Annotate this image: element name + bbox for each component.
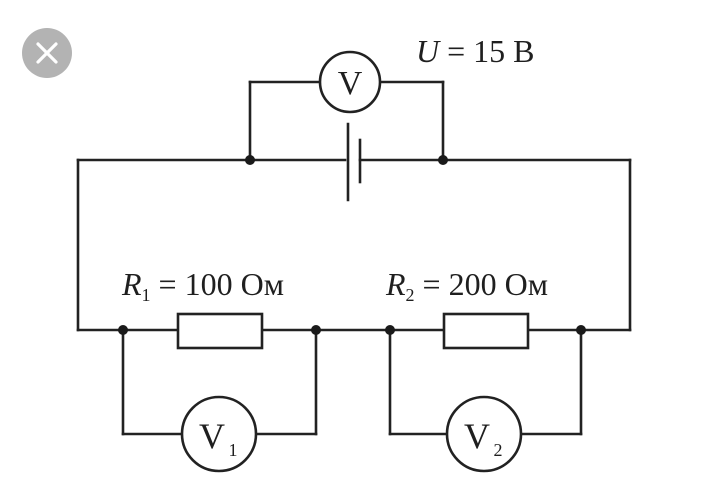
voltmeter-main: V bbox=[318, 50, 382, 114]
close-icon bbox=[36, 42, 58, 64]
voltmeter-2: V 2 bbox=[445, 395, 523, 473]
resistor-2 bbox=[442, 312, 530, 350]
voltmeter-1-letter: V bbox=[199, 416, 225, 456]
resistor-2-subscript: 2 bbox=[406, 285, 415, 305]
voltmeter-main-letter: V bbox=[338, 65, 363, 102]
junction-node bbox=[438, 155, 448, 165]
resistor-1-subscript: 1 bbox=[142, 285, 151, 305]
voltmeter-main-branch bbox=[248, 80, 445, 162]
junction-node bbox=[385, 325, 395, 335]
junction-node bbox=[245, 155, 255, 165]
source-label-var: U bbox=[416, 33, 441, 69]
source-label: U = 15 В bbox=[416, 33, 535, 69]
battery bbox=[346, 122, 362, 202]
resistor-2-label: R2 = 200 Ом bbox=[385, 266, 548, 305]
resistor-1-value: = 100 Ом bbox=[151, 266, 284, 302]
resistor-2-value: = 200 Ом bbox=[415, 266, 548, 302]
voltmeter-1-branch bbox=[121, 328, 318, 436]
source-label-value: = 15 В bbox=[439, 33, 534, 69]
voltmeter-1: V 1 bbox=[180, 395, 258, 473]
junction-node bbox=[576, 325, 586, 335]
resistor-2-var: R bbox=[385, 266, 406, 302]
resistor-1-label: R1 = 100 Ом bbox=[121, 266, 284, 305]
junction-node bbox=[311, 325, 321, 335]
junction-node bbox=[118, 325, 128, 335]
close-button[interactable] bbox=[22, 28, 72, 78]
voltmeter-2-letter: V bbox=[464, 416, 490, 456]
resistor-1 bbox=[176, 312, 264, 350]
voltmeter-2-subscript: 2 bbox=[494, 440, 503, 460]
voltmeter-1-subscript: 1 bbox=[229, 440, 238, 460]
voltmeter-2-branch bbox=[388, 328, 583, 436]
resistor-1-var: R bbox=[121, 266, 142, 302]
junction-nodes bbox=[118, 155, 586, 335]
wire-outer-loop bbox=[76, 158, 632, 332]
